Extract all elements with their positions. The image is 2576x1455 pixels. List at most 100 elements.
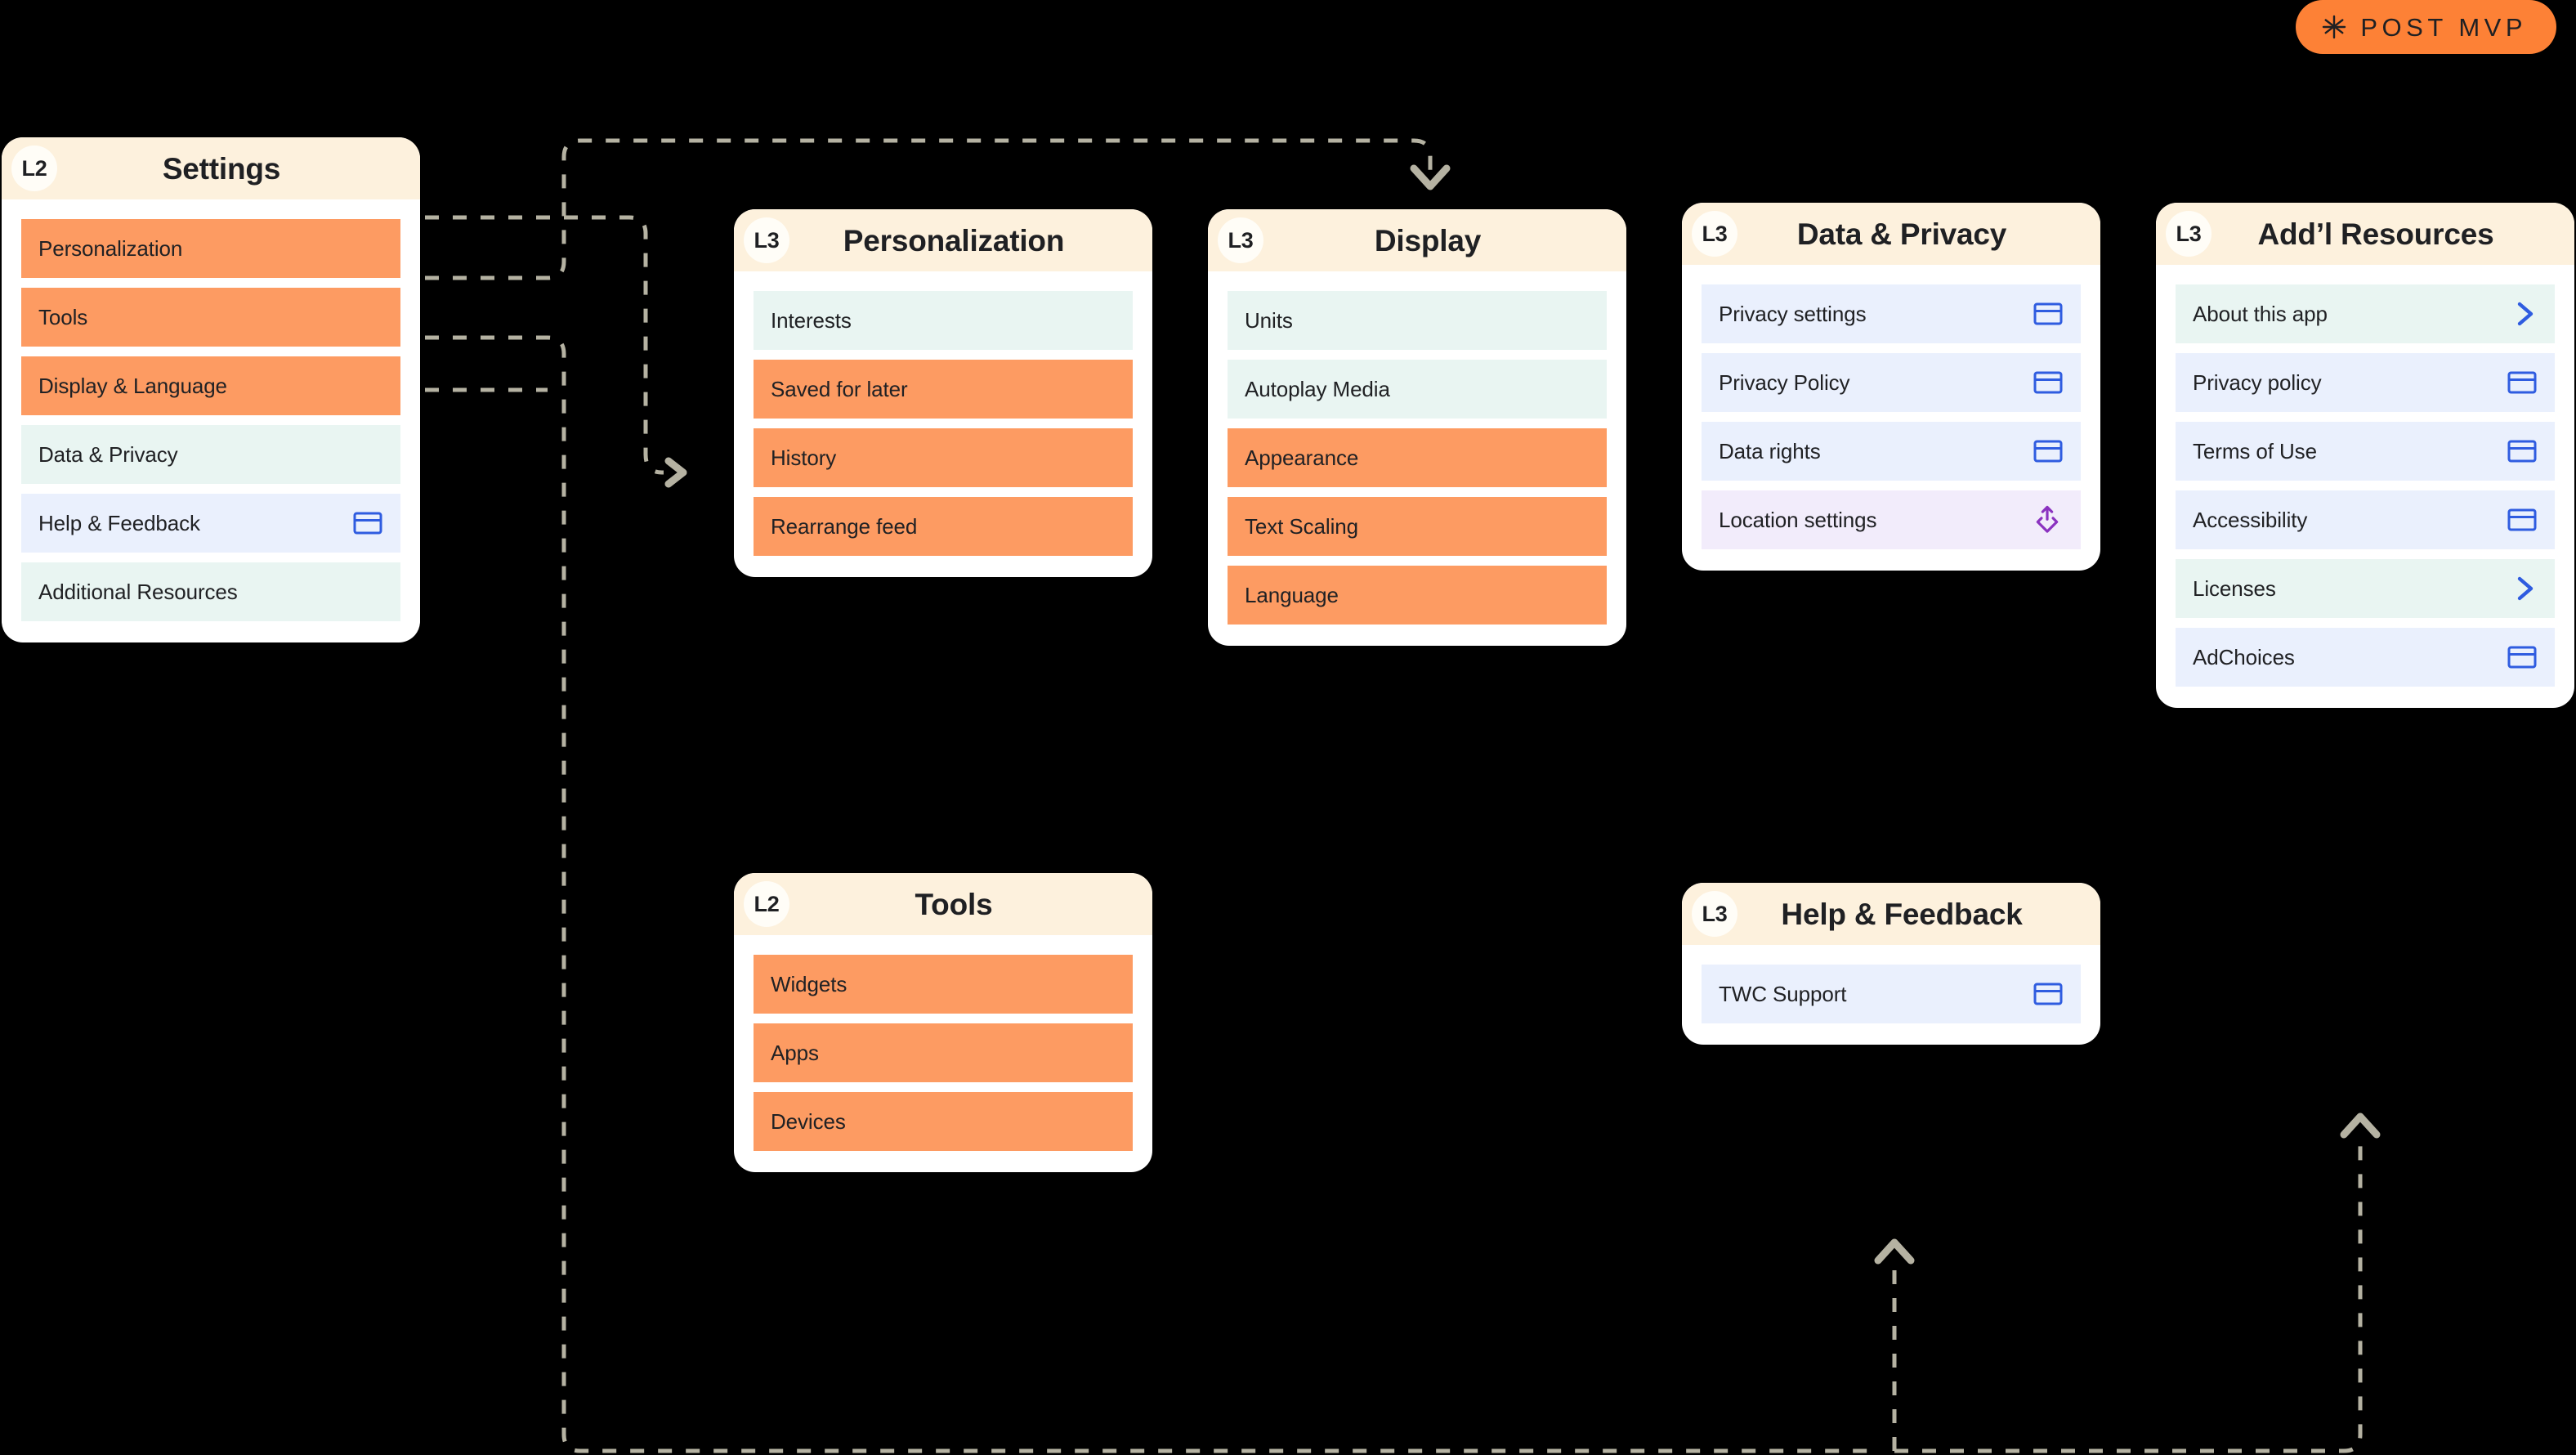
list-item[interactable]: AdChoices	[2176, 628, 2555, 687]
list-item[interactable]: Data & Privacy	[21, 425, 400, 484]
list-item[interactable]: Units	[1228, 291, 1607, 350]
list-item-label: Widgets	[771, 972, 847, 996]
list-item-label: History	[771, 445, 837, 470]
list-item[interactable]: Terms of Use	[2176, 422, 2555, 481]
list-item-label: Location settings	[1719, 508, 1877, 532]
card-header-helpfeedback: L3 Help & Feedback	[1682, 883, 2100, 945]
list-item[interactable]: Privacy policy	[2176, 353, 2555, 412]
list-item[interactable]: Rearrange feed	[754, 497, 1133, 556]
list-item-label: Help & Feedback	[38, 511, 200, 535]
list-item[interactable]: Accessibility	[2176, 490, 2555, 549]
modal-icon	[353, 512, 382, 535]
list-item-label: Data & Privacy	[38, 442, 178, 467]
list-item-label: Accessibility	[2193, 508, 2308, 532]
list-item[interactable]: Personalization	[21, 219, 400, 278]
connector-resources-rail	[1894, 1133, 2363, 1453]
card-title: Tools	[915, 887, 993, 921]
list-item[interactable]: Location settings	[1702, 490, 2081, 549]
arrowhead-resources	[2340, 1113, 2381, 1139]
list-item[interactable]: About this app	[2176, 284, 2555, 343]
list-item[interactable]: Devices	[754, 1092, 1133, 1151]
level-badge: L3	[744, 217, 789, 263]
list-item[interactable]: TWC Support	[1702, 965, 2081, 1023]
list-item-label: Privacy Policy	[1719, 370, 1850, 395]
list-item[interactable]: Autoplay Media	[1228, 360, 1607, 419]
level-badge: L2	[744, 881, 789, 927]
post-mvp-badge[interactable]: POST MVP	[2296, 0, 2556, 54]
card-title: Data & Privacy	[1796, 217, 2007, 251]
external-link-icon	[2032, 504, 2063, 535]
list-item[interactable]: Text Scaling	[1228, 497, 1607, 556]
list-item[interactable]: Language	[1228, 566, 1607, 625]
list-item[interactable]: Privacy settings	[1702, 284, 2081, 343]
list-item-label: Saved for later	[771, 377, 908, 401]
list-item[interactable]: History	[754, 428, 1133, 487]
list-item[interactable]: Widgets	[754, 955, 1133, 1014]
modal-icon	[2033, 983, 2063, 1005]
chevron-right-icon	[2512, 575, 2537, 602]
list-item-label: Rearrange feed	[771, 514, 918, 539]
list-item-label: Units	[1245, 308, 1293, 333]
list-item[interactable]: Help & Feedback	[21, 494, 400, 553]
list-item-label: Devices	[771, 1109, 846, 1134]
modal-icon	[2507, 646, 2537, 669]
chevron-right-icon	[2512, 300, 2537, 328]
card-title: Help & Feedback	[1781, 897, 2023, 931]
list-item-label: Privacy policy	[2193, 370, 2322, 395]
list-item-label: Appearance	[1245, 445, 1359, 470]
list-item-label: Language	[1245, 583, 1339, 607]
level-badge: L3	[2166, 211, 2212, 257]
list-item[interactable]: Apps	[754, 1023, 1133, 1082]
arrowhead-dataprivacy	[1874, 1238, 1915, 1265]
list-item-label: Interests	[771, 308, 852, 333]
modal-icon	[2033, 371, 2063, 394]
list-item[interactable]: Interests	[754, 291, 1133, 350]
modal-icon	[2507, 440, 2537, 463]
modal-icon	[2507, 508, 2537, 531]
list-item[interactable]: Display & Language	[21, 356, 400, 415]
list-item[interactable]: Additional Resources	[21, 562, 400, 621]
level-badge: L3	[1218, 217, 1263, 263]
list-item-label: Display & Language	[38, 374, 227, 398]
modal-icon	[2507, 371, 2537, 394]
list-item-label: Licenses	[2193, 576, 2276, 601]
list-item-label: Text Scaling	[1245, 514, 1358, 539]
list-item[interactable]: Appearance	[1228, 428, 1607, 487]
post-mvp-label: POST MVP	[2360, 12, 2527, 42]
asterisk-icon	[2323, 15, 2346, 39]
list-item[interactable]: Licenses	[2176, 559, 2555, 618]
list-item[interactable]: Tools	[21, 288, 400, 347]
card-title: Settings	[162, 151, 281, 186]
list-item-label: Additional Resources	[38, 580, 238, 604]
list-item-label: About this app	[2193, 302, 2328, 326]
list-item-label: Autoplay Media	[1245, 377, 1390, 401]
level-badge: L3	[1692, 891, 1737, 937]
list-item[interactable]: Privacy Policy	[1702, 353, 2081, 412]
list-item-label: Data rights	[1719, 439, 1821, 463]
card-body-helpfeedback: TWC Support	[1682, 945, 2100, 1045]
card-header-tools: L2 Tools	[734, 873, 1152, 935]
list-item-label: Apps	[771, 1041, 819, 1065]
list-item-label: TWC Support	[1719, 982, 1847, 1006]
list-item[interactable]: Saved for later	[754, 360, 1133, 419]
arrowhead-tools	[664, 457, 687, 488]
list-item[interactable]: Data rights	[1702, 422, 2081, 481]
